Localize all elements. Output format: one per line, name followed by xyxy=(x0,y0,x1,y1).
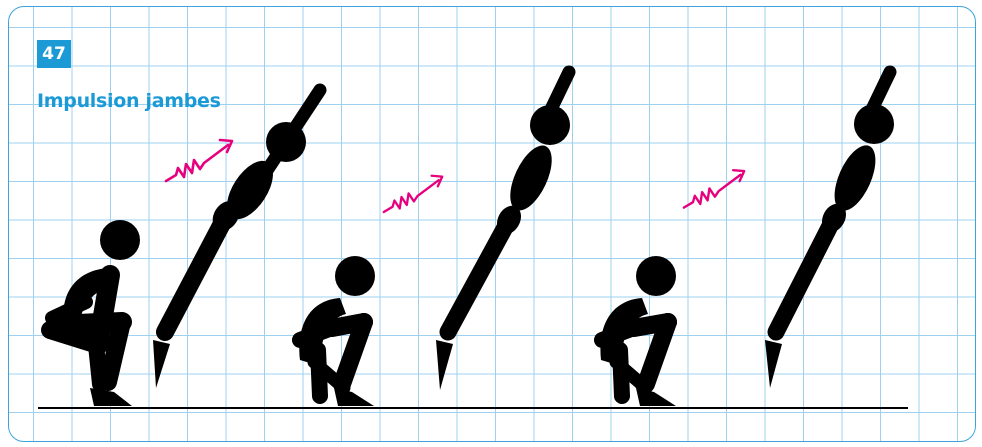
crouch-figure-1 xyxy=(50,220,140,406)
crouch-figure-3 xyxy=(600,256,676,406)
impulse-arrow-icon-1 xyxy=(166,140,232,181)
exercise-title: Impulsion jambes xyxy=(37,90,221,112)
extended-figure-3 xyxy=(765,72,894,388)
step-3 xyxy=(600,72,894,406)
step-1 xyxy=(50,90,320,406)
extended-figure-2 xyxy=(436,72,570,390)
impulse-arrow-icon-3 xyxy=(684,170,744,207)
exercise-number-badge: 47 xyxy=(37,40,71,68)
impulse-arrow-icon-2 xyxy=(384,176,442,212)
crouch-figure-2 xyxy=(299,256,375,406)
step-2 xyxy=(299,72,570,406)
